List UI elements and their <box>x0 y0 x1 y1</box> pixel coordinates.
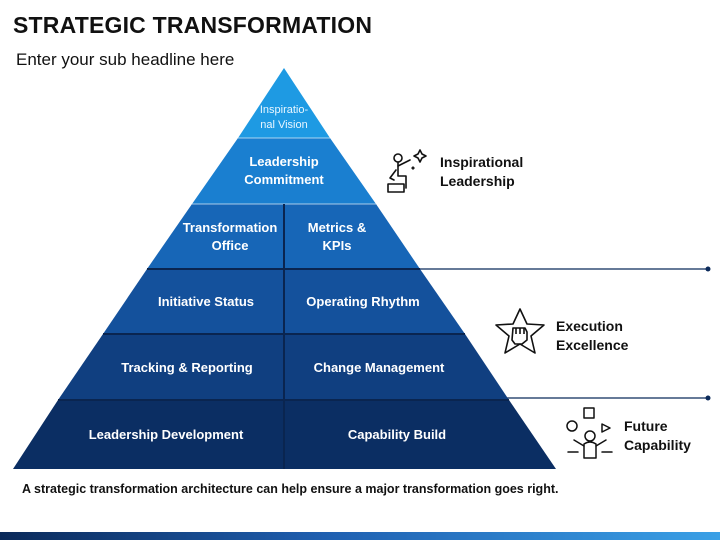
office-label: Transformation Office <box>182 220 278 253</box>
execution-excellence-label: Execution Excellence <box>556 318 629 353</box>
person-ideas-icon <box>566 407 613 459</box>
future-capability-label: Future Capability <box>624 418 691 453</box>
apex-label: Inspiratio- nal Vision <box>259 104 309 131</box>
commitment-label: Leadership Commitment <box>244 154 324 187</box>
change-management-label: Change Management <box>313 360 445 375</box>
connector-dot-bottom <box>705 395 711 401</box>
tier-commitment <box>192 138 376 204</box>
initiative-status-label: Initiative Status <box>157 294 255 309</box>
metrics-label: Metrics & KPIs <box>307 220 367 253</box>
star-fist-icon <box>495 308 545 354</box>
page-subtitle: Enter your sub headline here <box>16 50 235 69</box>
tier-apex <box>238 68 330 138</box>
footer-caption: A strategic transformation architecture … <box>22 482 559 496</box>
leadership-development-label: Leadership Development <box>88 427 244 442</box>
page-title: STRATEGIC TRANSFORMATION <box>13 12 373 38</box>
capability-build-label: Capability Build <box>347 427 447 442</box>
bottom-accent-bar <box>0 532 720 540</box>
leader-pointing-icon <box>387 149 427 193</box>
connector-dot-top <box>705 266 711 272</box>
operating-rhythm-label: Operating Rhythm <box>306 294 420 309</box>
tracking-label: Tracking & Reporting <box>121 360 253 375</box>
inspirational-leadership-label: Inspirational Leadership <box>440 154 524 189</box>
